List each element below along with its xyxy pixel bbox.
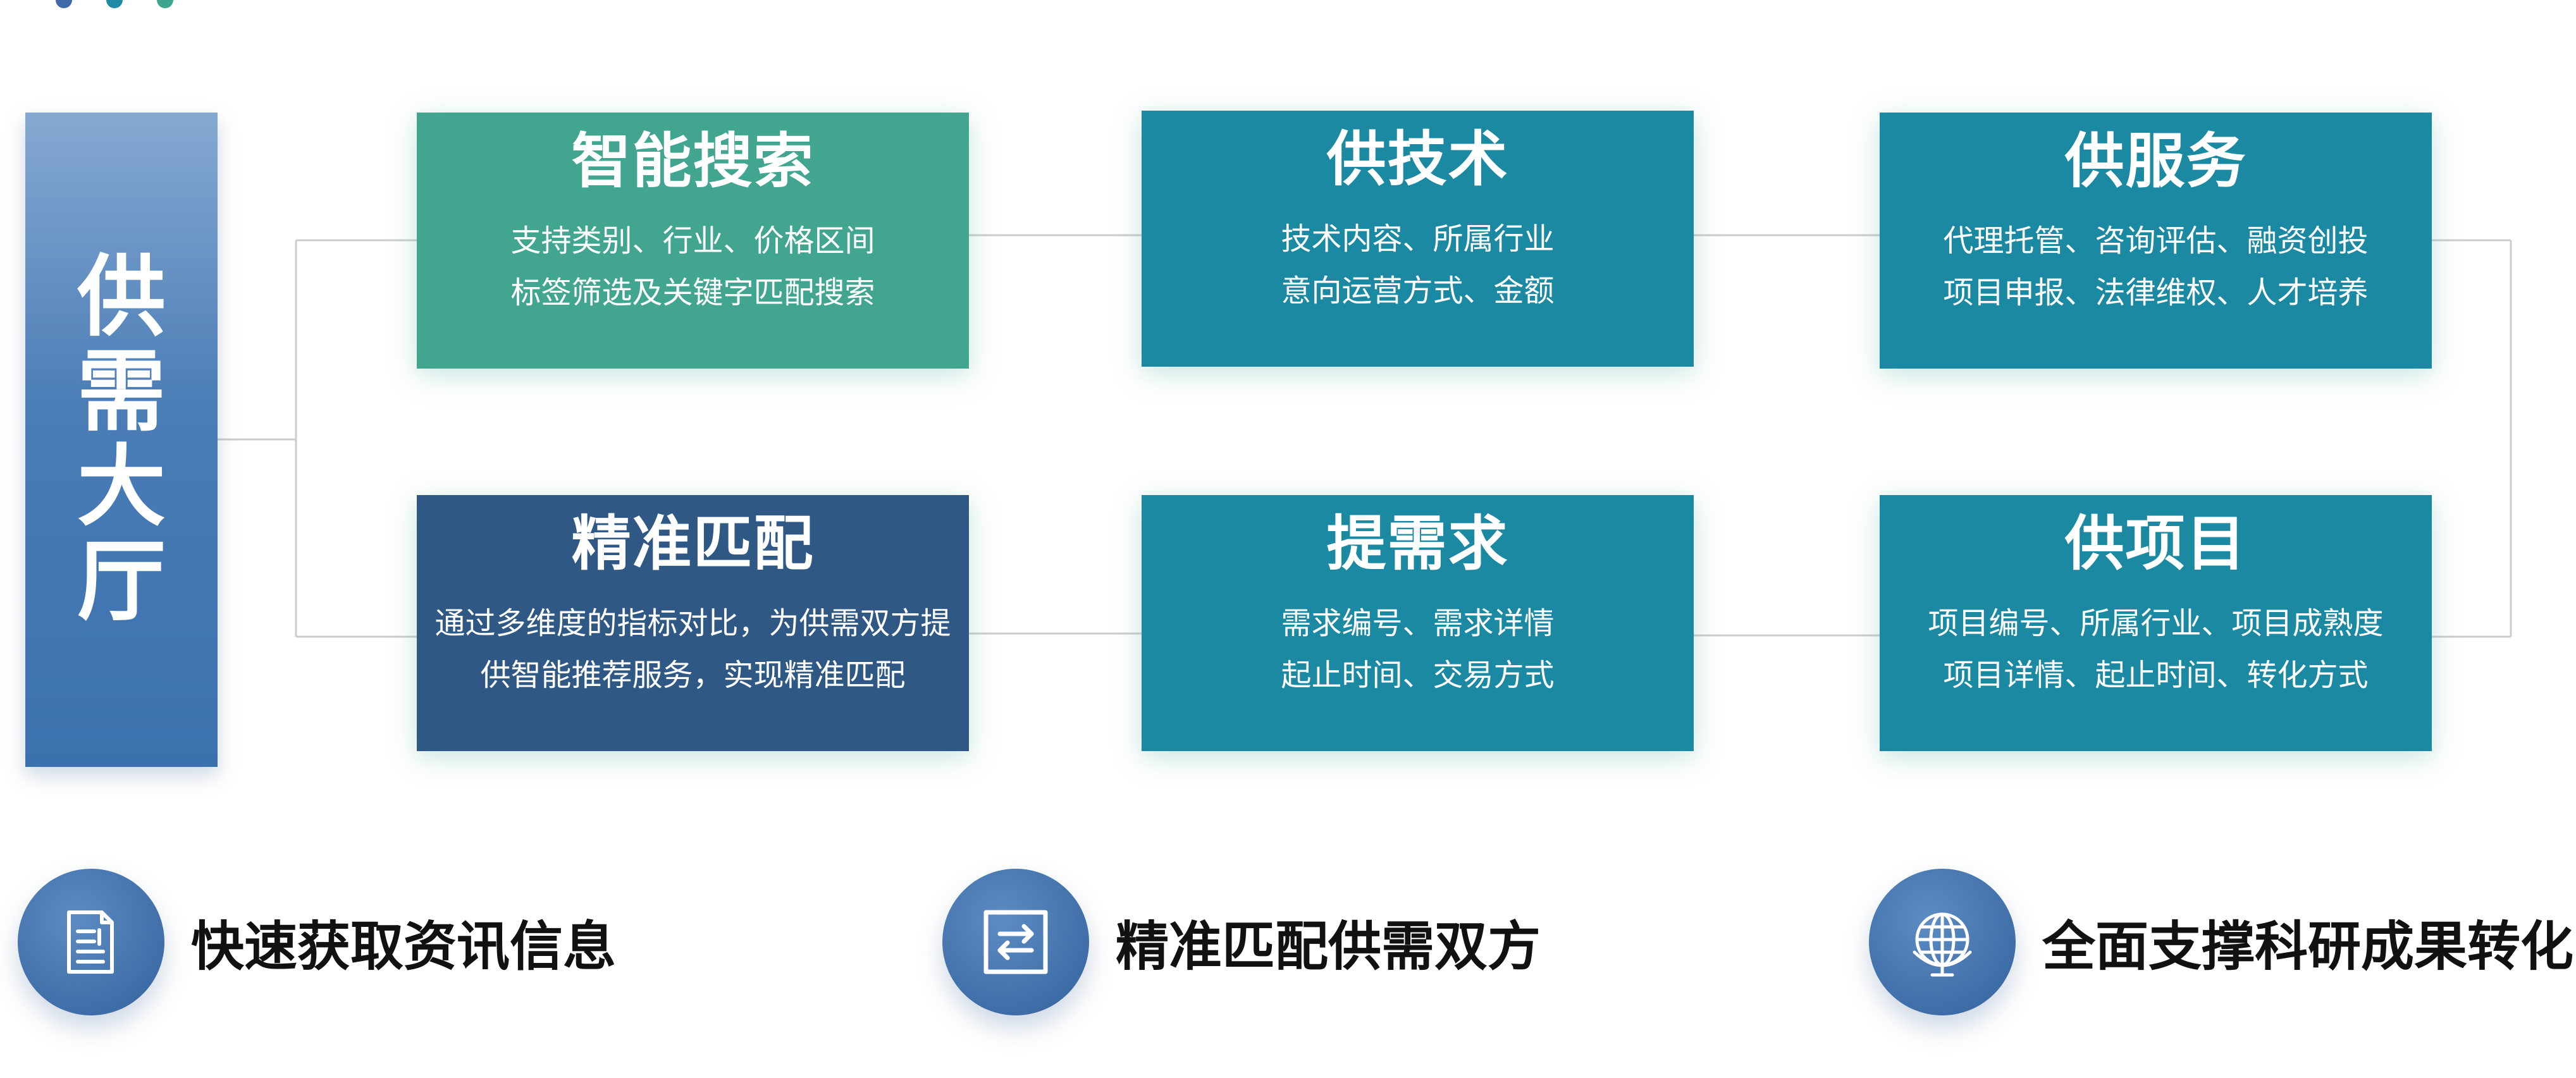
card-supply-service[interactable]: 供服务 代理托管、咨询评估、融资创投 项目申报、法律维权、人才培养: [1880, 113, 2432, 369]
card-smart-search[interactable]: 智能搜索 支持类别、行业、价格区间 标签筛选及关键字匹配搜索: [417, 113, 969, 369]
card-desc-line: 项目编号、所属行业、项目成熟度: [1928, 606, 2384, 641]
card-desc-line: 通过多维度的指标对比，为供需双方提: [434, 606, 951, 641]
exchange-icon: [942, 869, 1089, 1015]
card-title: 供服务: [2064, 127, 2247, 196]
card-desc-line: 技术内容、所属行业: [1281, 221, 1555, 257]
card-desc-line: 供智能推荐服务，实现精准匹配: [480, 658, 906, 693]
decor-dot-3: [157, 0, 173, 8]
card-supply-tech[interactable]: 供技术 技术内容、所属行业 意向运营方式、金额: [1142, 111, 1694, 367]
supply-demand-hall: 供需大厅: [25, 113, 218, 767]
feature-quick-info: 快速获取资讯信息: [18, 869, 616, 1015]
feature-research-transfer: 全面支撑科研成果转化: [1869, 869, 2573, 1015]
card-desc-line: 需求编号、需求详情: [1281, 606, 1555, 641]
feature-label: 快速获取资讯信息: [191, 915, 617, 977]
decor-dot-2: [106, 0, 123, 8]
card-desc-line: 项目申报、法律维权、人才培养: [1943, 275, 2369, 310]
card-desc-line: 标签筛选及关键字匹配搜索: [510, 275, 875, 310]
feature-label: 全面支撑科研成果转化: [2042, 915, 2574, 977]
card-desc-line: 起止时间、交易方式: [1281, 658, 1555, 693]
card-title: 精准匹配: [571, 510, 815, 579]
card-desc-line: 代理托管、咨询评估、融资创投: [1943, 223, 2369, 259]
globe-icon: [1869, 869, 2016, 1015]
card-title: 供技术: [1326, 125, 1509, 194]
card-title: 供项目: [2064, 510, 2247, 579]
feature-precise-match: 精准匹配供需双方: [942, 869, 1541, 1015]
card-supply-project[interactable]: 供项目 项目编号、所属行业、项目成熟度 项目详情、起止时间、转化方式: [1880, 495, 2432, 751]
card-post-demand[interactable]: 提需求 需求编号、需求详情 起止时间、交易方式: [1142, 495, 1694, 751]
decor-dot-1: [56, 0, 72, 8]
hall-label: 供需大厅: [77, 245, 166, 634]
card-desc-line: 项目详情、起止时间、转化方式: [1943, 658, 2369, 693]
document-icon: [18, 869, 164, 1015]
feature-label: 精准匹配供需双方: [1116, 915, 1541, 977]
card-precise-match[interactable]: 精准匹配 通过多维度的指标对比，为供需双方提 供智能推荐服务，实现精准匹配: [417, 495, 969, 751]
card-title: 提需求: [1326, 510, 1509, 579]
card-desc-line: 意向运营方式、金额: [1281, 273, 1555, 309]
card-title: 智能搜索: [571, 127, 815, 196]
card-desc-line: 支持类别、行业、价格区间: [510, 223, 875, 259]
